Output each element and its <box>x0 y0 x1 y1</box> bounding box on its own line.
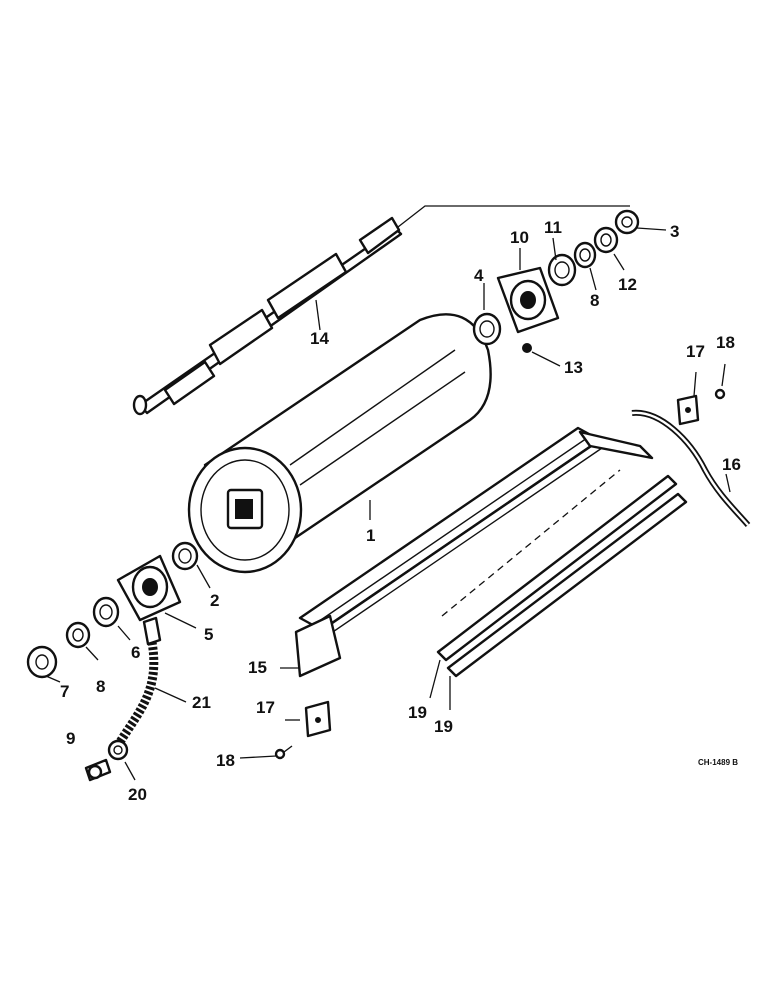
bolt-upper-part <box>714 388 726 400</box>
callout-17-lower: 17 <box>256 698 275 717</box>
lube-hose-part <box>116 616 162 745</box>
grease-fitting-part <box>522 343 532 353</box>
shaft-part <box>132 205 630 416</box>
washer-left-part <box>65 621 91 649</box>
callout-16: 16 <box>722 455 741 474</box>
callout-17-upper: 17 <box>686 342 705 361</box>
callout-6: 6 <box>131 643 140 662</box>
callout-19-left: 19 <box>408 703 427 722</box>
callout-8-left: 8 <box>96 677 105 696</box>
fitting-part <box>84 758 112 782</box>
seal-part <box>573 241 597 269</box>
drawing-code: CH-1489 B <box>698 758 738 767</box>
callout-3: 3 <box>670 222 679 241</box>
callout-18-lower: 18 <box>216 751 235 770</box>
callout-2: 2 <box>210 591 219 610</box>
collar-part <box>547 253 577 287</box>
callout-21: 21 <box>192 693 211 712</box>
seal-left-part <box>171 541 199 571</box>
callout-10: 10 <box>510 228 529 247</box>
slat-plate-upper-part <box>676 394 700 426</box>
cap-seal-left-part <box>26 645 58 679</box>
bearing-flange-left-part <box>116 554 182 622</box>
guide-rod-part <box>631 409 751 527</box>
callout-13: 13 <box>564 358 583 377</box>
callout-15: 15 <box>248 658 267 677</box>
cap-seal-part <box>614 209 640 235</box>
callout-19-right: 19 <box>434 717 453 736</box>
collar-left-part <box>92 596 120 628</box>
callout-9: 9 <box>66 729 75 748</box>
callout-12: 12 <box>618 275 637 294</box>
leader-lines <box>45 227 731 781</box>
callout-4: 4 <box>474 266 484 285</box>
bearing-sleeve-part <box>472 312 502 346</box>
callout-1: 1 <box>366 526 375 545</box>
callout-14: 14 <box>310 329 329 348</box>
callout-11: 11 <box>544 218 562 237</box>
washer-part <box>593 226 619 254</box>
slat-plate-lower-part <box>304 700 332 738</box>
callout-20: 20 <box>128 785 147 804</box>
bolt-lower-part <box>274 745 293 760</box>
callout-5: 5 <box>204 625 213 644</box>
callout-7: 7 <box>60 682 69 701</box>
drum-part <box>187 313 492 574</box>
bearing-flange-part <box>496 266 560 334</box>
slat-bar-part <box>436 474 688 678</box>
conveyor-assembly-part <box>294 426 654 678</box>
adaptor-part <box>107 739 129 761</box>
callout-18-upper: 18 <box>716 333 735 352</box>
callout-8-right: 8 <box>590 291 599 310</box>
